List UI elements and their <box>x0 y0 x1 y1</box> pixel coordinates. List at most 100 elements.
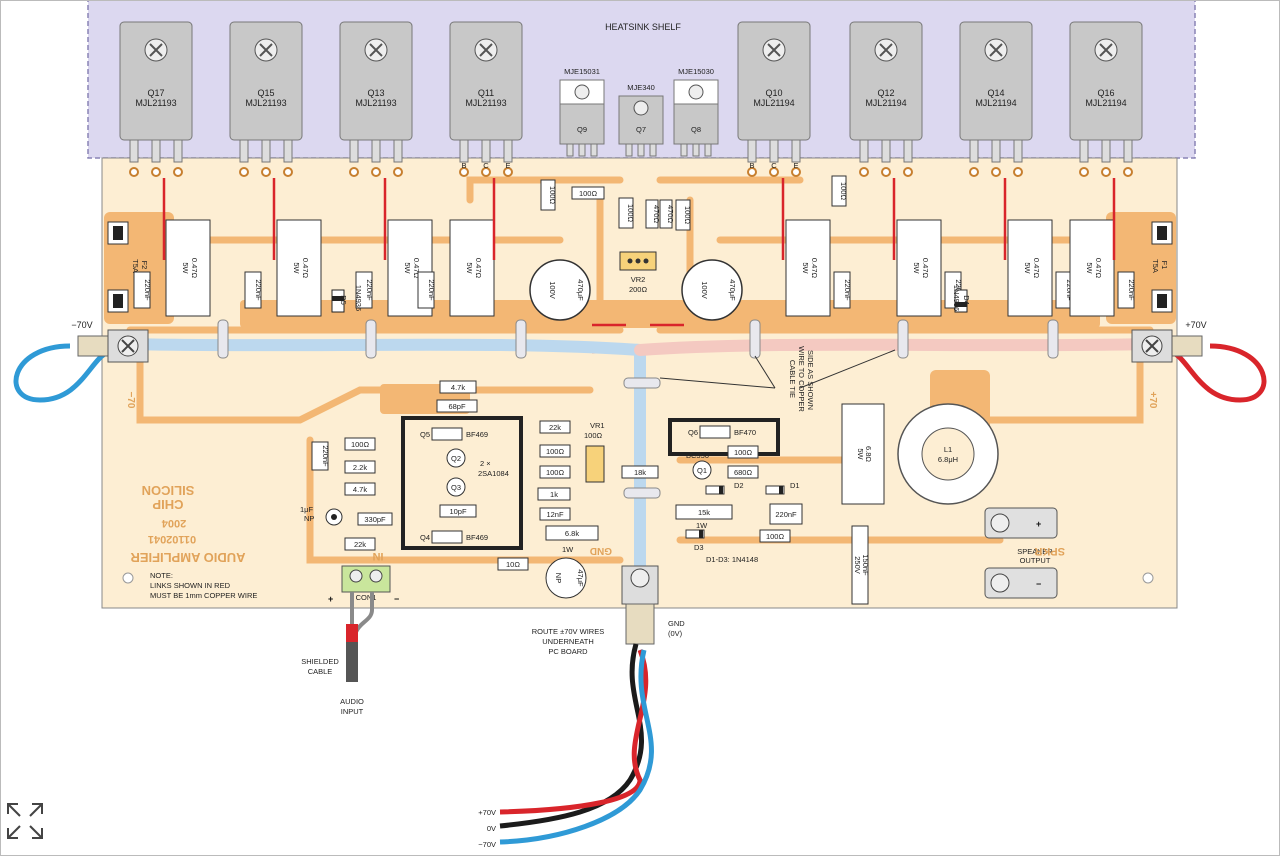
d1-label: D1 <box>790 481 800 490</box>
pos-flying-lead <box>1170 343 1267 403</box>
driver-ref: Q7 <box>636 125 646 134</box>
cap-220nf-input: 220nF <box>311 441 330 471</box>
diode-d5-ref: D5 <box>339 295 348 305</box>
transistor-ref: Q11 <box>478 88 494 98</box>
electrolytic-right-voltage: 100V <box>700 281 709 299</box>
cable-tie-arrows <box>659 349 896 389</box>
driver-part: MJE340 <box>627 83 655 92</box>
l1-ref: L1 <box>944 445 952 454</box>
cable-tie-note-3: SIDE AS SHOWN <box>806 350 815 410</box>
resistor-15k: 15k <box>675 504 733 520</box>
er-value: 0.47Ω <box>1032 258 1041 279</box>
resistor-6r8 <box>841 403 885 505</box>
diode-d2: D2 <box>705 481 744 495</box>
cap-220nf-label: 220nF <box>427 279 436 301</box>
route-note-1: ROUTE ±70V WIRES <box>532 627 604 636</box>
pin-e: E <box>793 161 798 170</box>
resistor-22k-label: 22k <box>354 540 366 549</box>
gnd-label-2: (0V) <box>668 629 683 638</box>
resistor-680r-label: 680Ω <box>734 468 753 477</box>
er-watt: 5W <box>1023 262 1032 274</box>
svg-text:CABLE TIE WIRE TO COPPER: CABLE TIE WIRE TO COPPER SIDE AS SHOWN <box>788 346 815 414</box>
transistor-ref: Q17 <box>147 88 164 98</box>
cap-220nf-label: 220nF <box>843 279 852 301</box>
pos-rail-cable <box>634 338 1156 356</box>
twisted-wire-red <box>499 649 649 815</box>
expand-arrows-icon[interactable] <box>4 800 46 842</box>
cable-sleeve-red <box>346 624 358 642</box>
brand-year: 2004 <box>161 517 186 529</box>
resistor-100r-c: 100Ω <box>539 465 571 479</box>
resistor-10r: 10Ω <box>497 557 529 571</box>
transistor-ref: Q15 <box>257 88 274 98</box>
transistor-q2: Q2 <box>446 448 466 468</box>
svg-text:F2 T5A: F2 T5A <box>131 259 149 273</box>
gnd-label-1: GND <box>668 619 685 628</box>
q5-part: BF469 <box>466 430 488 439</box>
spkr-silk: SPKR <box>1034 545 1065 557</box>
r68-value: 6.8Ω <box>864 446 873 462</box>
cap-12nf: 12nF <box>539 507 571 521</box>
resistor-22k: 22k <box>344 537 376 551</box>
transistor-part: MJL21193 <box>245 98 286 108</box>
electrolytic-cap-left: 470μF 100V <box>529 259 591 321</box>
driver-transistor-q7: Q7 MJE340 <box>618 83 664 157</box>
resistor-22k-top: 22k <box>539 420 571 434</box>
cap-47uf-value: 47μF <box>576 569 585 587</box>
transistor-ref: Q16 <box>1097 88 1114 98</box>
transistor-q1: Q1 <box>692 460 712 480</box>
cap-68pf-label: 68pF <box>448 402 466 411</box>
pin-b: B <box>749 161 754 170</box>
electrolytic-left-voltage: 100V <box>548 281 557 299</box>
r470-a: 470Ω <box>652 205 661 224</box>
diode-d4-ref: D4 <box>962 295 971 305</box>
diode-d4-part: 1N4936 <box>952 285 961 311</box>
er-value: 0.47Ω <box>190 258 199 279</box>
cap-220nf: 220nF <box>355 271 374 309</box>
resistor-15k-label: 15k <box>698 508 710 517</box>
driver-resistors: 100Ω 100Ω 100Ω 470Ω 470Ω 100Ω 100Ω <box>540 175 848 231</box>
r100-e: 100Ω <box>839 182 848 201</box>
resistor-100r-b: 100Ω <box>539 444 571 458</box>
terminal-pos <box>1131 329 1203 363</box>
c150-value: 150nF <box>861 554 870 576</box>
r100-c: 100Ω <box>626 204 635 223</box>
speaker-minus-sign: − <box>1036 579 1041 589</box>
transistor-q3-label: Q3 <box>451 483 461 492</box>
driver-ref: Q9 <box>577 125 587 134</box>
cap-220nf: 220nF <box>833 271 852 309</box>
speaker-label-2: OUTPUT <box>1020 556 1051 565</box>
transistor-ref: Q14 <box>987 88 1004 98</box>
driver-part: MJE15031 <box>564 67 600 76</box>
r100-d: 100Ω <box>683 206 692 225</box>
fuse-f2: F2 T5A <box>107 221 149 313</box>
er-value: 0.47Ω <box>1094 258 1103 279</box>
resistor-2k2: 2.2k <box>344 460 376 474</box>
vr2-ref: VR2 <box>631 275 646 284</box>
r68-watt: 5W <box>856 448 865 460</box>
resistor-2k2-label: 2.2k <box>353 463 367 472</box>
inductor-l1: L1 6.8μH <box>897 403 999 505</box>
con1-ref: CON1 <box>356 593 377 602</box>
cap-12nf-label: 12nF <box>546 510 564 519</box>
gnd-terminal <box>621 565 659 645</box>
cap-220nf: 220nF <box>133 271 152 309</box>
brand-title: AUDIO AMPLIFIER <box>130 550 246 565</box>
q1-part: BC556 <box>686 451 709 460</box>
transistor-ref: Q13 <box>367 88 384 98</box>
con1-plus: + <box>328 594 333 604</box>
supply-label-pos: +70V <box>478 808 496 817</box>
transistor-part: MJL21193 <box>465 98 506 108</box>
pin-b: B <box>461 161 466 170</box>
resistor-15k-watt: 1W <box>696 521 708 530</box>
d2-label: D2 <box>734 481 744 490</box>
electrolytic-cap-right: 470μF 100V <box>681 259 743 321</box>
transistor-part: MJL21194 <box>865 98 906 108</box>
